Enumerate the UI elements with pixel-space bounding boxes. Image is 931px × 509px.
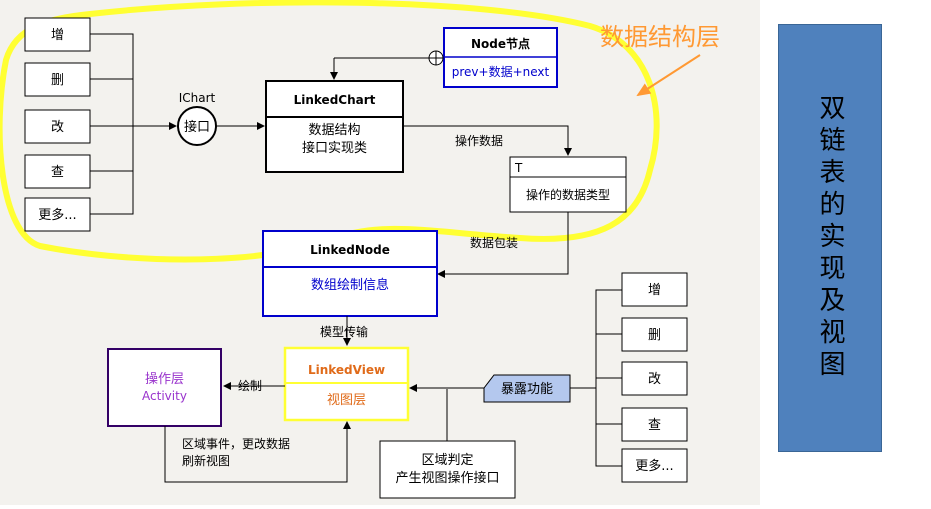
- linked-view-body: 视图层: [327, 393, 366, 408]
- linked-node-body: 数组绘制信息: [311, 277, 389, 293]
- right-op-query-label: 查: [648, 418, 661, 433]
- linked-node-box[interactable]: LinkedNode 数组绘制信息: [262, 230, 438, 317]
- left-op-delete-box[interactable]: [24, 62, 91, 97]
- expose-label: 暴露功能: [501, 382, 553, 397]
- node-box-body: prev+数据+next: [452, 64, 550, 79]
- generic-t-box[interactable]: T 操作的数据类型: [509, 156, 627, 213]
- linked-node-title: LinkedNode: [310, 243, 390, 257]
- node-composition-connector: [330, 50, 444, 80]
- left-op-more-label: 更多...: [38, 207, 76, 223]
- region-event-line1: 区域事件，更改数据: [182, 436, 290, 451]
- right-op-update-label: 改: [648, 372, 661, 387]
- data-wrap-label: 数据包装: [470, 235, 518, 250]
- operate-data-edge: [403, 125, 572, 156]
- side-title-panel: 双链表的实现及视图: [778, 24, 882, 452]
- right-ops-group: 增 删 改 查 更多...: [621, 272, 688, 483]
- linked-chart-line1: 数据结构: [308, 123, 360, 138]
- left-op-update-box[interactable]: [24, 109, 91, 144]
- region-event-edge: [164, 421, 351, 483]
- linked-chart-title: LinkedChart: [294, 93, 376, 107]
- expose-function-shape[interactable]: 暴露功能: [483, 374, 571, 403]
- right-op-delete-box[interactable]: [621, 317, 688, 352]
- left-op-query-box[interactable]: [24, 154, 91, 189]
- draw-label: 绘制: [238, 378, 262, 393]
- right-op-more-box[interactable]: [621, 448, 688, 483]
- activity-body: Activity: [142, 389, 187, 403]
- left-op-query-label: 查: [51, 165, 64, 180]
- activity-box[interactable]: 操作层 Activity: [107, 348, 222, 427]
- right-op-delete-label: 删: [648, 328, 661, 343]
- left-op-update-label: 改: [51, 120, 64, 135]
- region-judge-box[interactable]: 区域判定 产生视图操作接口: [379, 440, 516, 499]
- region-event-line2: 刷新视图: [182, 453, 230, 468]
- operate-data-label: 操作数据: [455, 133, 503, 148]
- model-transfer-label: 模型传输: [320, 324, 368, 339]
- layer-pointer-arrow: [636, 54, 701, 97]
- region-judge-line2: 产生视图操作接口: [395, 470, 499, 486]
- diagram-canvas: 数据结构层 增 删 改 查 更多... IChart 接口 LinkedChar…: [0, 0, 760, 505]
- left-ops-group: 增 删 改 查 更多...: [24, 17, 91, 232]
- right-ops-connector: [570, 289, 622, 467]
- generic-t-title: T: [514, 161, 523, 175]
- ichart-label: IChart: [179, 91, 216, 105]
- right-op-more-label: 更多...: [635, 458, 673, 474]
- right-op-query-box[interactable]: [621, 407, 688, 442]
- linked-view-box[interactable]: LinkedView 视图层: [283, 346, 410, 422]
- ichart-port-label: 接口: [184, 119, 210, 135]
- left-ops-connector: [90, 33, 177, 215]
- side-title: 双链表的实现及视图: [815, 94, 845, 382]
- activity-title: 操作层: [145, 371, 184, 387]
- region-judge-line1: 区域判定: [421, 453, 473, 468]
- linked-chart-line2: 接口实现类: [302, 140, 367, 156]
- linked-chart-box[interactable]: LinkedChart 数据结构 接口实现类: [265, 80, 404, 173]
- generic-t-body: 操作的数据类型: [526, 187, 610, 202]
- right-op-add-box[interactable]: [621, 272, 688, 307]
- right-op-add-label: 增: [648, 283, 661, 298]
- data-wrap-edge: [437, 212, 569, 278]
- node-box[interactable]: Node节点 prev+数据+next: [443, 27, 558, 88]
- left-op-delete-label: 删: [51, 73, 64, 88]
- right-op-update-box[interactable]: [621, 361, 688, 396]
- diagram-svg: 数据结构层 增 删 改 查 更多... IChart 接口 LinkedChar…: [0, 0, 720, 499]
- left-op-add-label: 增: [51, 28, 64, 43]
- layer-label: 数据结构层: [600, 23, 720, 51]
- linked-view-title: LinkedView: [308, 363, 385, 377]
- node-box-title: Node节点: [471, 36, 530, 51]
- data-structure-layer-outline: [0, 0, 660, 263]
